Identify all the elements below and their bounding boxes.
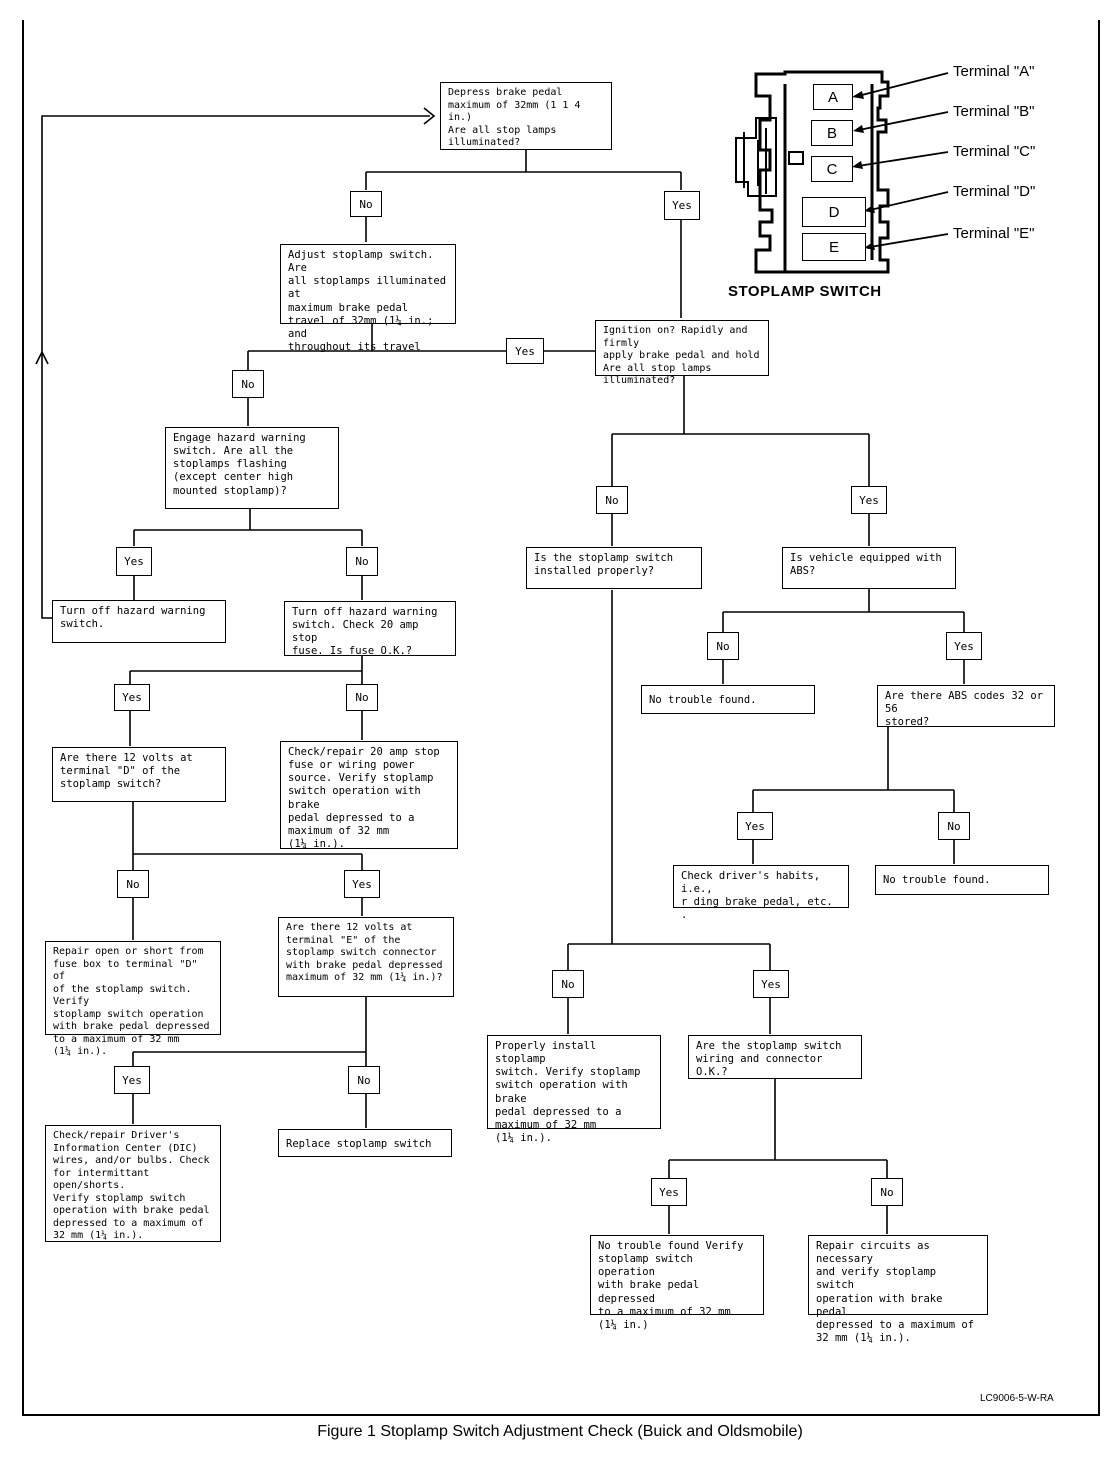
label-no: No (938, 812, 970, 840)
page-frame (22, 20, 1100, 1416)
step-depress-brake-pedal: Depress brake pedal maximum of 32mm (1 1… (440, 82, 612, 150)
label-no: No (346, 684, 378, 711)
step-volts-terminal-e: Are there 12 volts at terminal "E" of th… (278, 917, 454, 997)
terminal-d-pin: D (802, 197, 866, 227)
step-turn-off-hazard: Turn off hazard warning switch. (52, 600, 226, 643)
step-adjust-stoplamp-switch: Adjust stoplamp switch. Are all stoplamp… (280, 244, 456, 353)
label-no: No (346, 547, 378, 576)
label-no: No (596, 486, 628, 514)
step-check-driver-habits: Check driver's habits, i.e., r ding brak… (673, 865, 849, 921)
terminal-a-label: Terminal "A" (953, 63, 1035, 80)
reference-code: LC9006-5-W-RA (980, 1393, 1054, 1404)
step-replace-switch: Replace stoplamp switch (278, 1129, 452, 1157)
figure-caption: Figure 1 Stoplamp Switch Adjustment Chec… (317, 1423, 803, 1440)
step-no-trouble-found-2: No trouble found. (875, 865, 1049, 895)
terminal-c-label: Terminal "C" (953, 143, 1036, 160)
step-repair-circuits: Repair circuits as necessary and verify … (808, 1235, 988, 1344)
terminal-c-pin: C (811, 156, 853, 182)
label-no: No (348, 1066, 380, 1094)
terminal-b-label: Terminal "B" (953, 103, 1035, 120)
terminal-e-label: Terminal "E" (953, 225, 1035, 242)
label-yes: Yes (116, 547, 152, 576)
step-repair-open-short: Repair open or short from fuse box to te… (45, 941, 221, 1057)
step-ignition-apply-brake: Ignition on? Rapidly and firmly apply br… (595, 320, 769, 386)
stoplamp-switch-title: STOPLAMP SWITCH (728, 283, 882, 300)
label-yes: Yes (114, 684, 150, 711)
label-yes: Yes (851, 486, 887, 514)
label-no: No (232, 370, 264, 398)
label-no: No (707, 632, 739, 660)
step-abs-codes-stored: Are there ABS codes 32 or 56 stored? (877, 685, 1055, 728)
label-yes: Yes (651, 1178, 687, 1206)
terminal-d-label: Terminal "D" (953, 183, 1036, 200)
terminal-e-pin: E (802, 233, 866, 261)
step-check-repair-fuse: Check/repair 20 amp stop fuse or wiring … (280, 741, 458, 850)
label-no: No (552, 970, 584, 998)
terminal-a-pin: A (813, 84, 853, 110)
label-no: No (871, 1178, 903, 1206)
step-volts-terminal-d: Are there 12 volts at terminal "D" of th… (52, 747, 226, 802)
label-yes: Yes (506, 338, 544, 364)
step-properly-install-switch: Properly install stoplamp switch. Verify… (487, 1035, 661, 1144)
label-yes: Yes (737, 812, 773, 840)
step-wiring-connector-ok: Are the stoplamp switch wiring and conne… (688, 1035, 862, 1079)
step-switch-installed-properly: Is the stoplamp switch installed properl… (526, 547, 702, 589)
step-check-stop-fuse: Turn off hazard warning switch. Check 20… (284, 601, 456, 657)
label-yes: Yes (946, 632, 982, 660)
label-yes: Yes (664, 191, 700, 220)
step-engage-hazard-switch: Engage hazard warning switch. Are all th… (165, 427, 339, 509)
label-yes: Yes (114, 1066, 150, 1094)
terminal-b-pin: B (811, 120, 853, 146)
label-yes: Yes (344, 870, 380, 898)
step-check-dic: Check/repair Driver's Information Center… (45, 1125, 221, 1242)
label-yes: Yes (753, 970, 789, 998)
label-no: No (350, 191, 382, 217)
label-no: No (117, 870, 149, 898)
step-vehicle-has-abs: Is vehicle equipped with ABS? (782, 547, 956, 589)
step-no-trouble-verify: No trouble found Verify stoplamp switch … (590, 1235, 764, 1331)
step-no-trouble-found-1: No trouble found. (641, 685, 815, 714)
